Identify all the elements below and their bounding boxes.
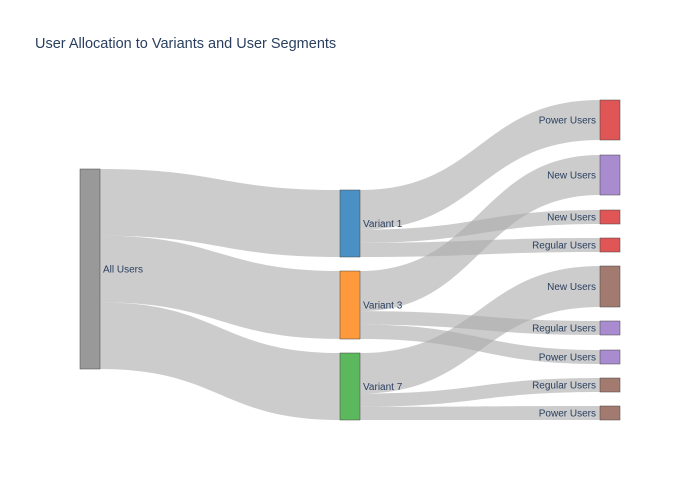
sankey-node-label-nu3: New Users	[547, 282, 596, 293]
sankey-node-v1[interactable]	[339, 189, 361, 258]
sankey-node-pu1[interactable]	[599, 99, 621, 141]
sankey-node-pu3[interactable]	[599, 405, 621, 421]
sankey-node-label-ru2: Regular Users	[532, 324, 596, 335]
sankey-node-label-ru3: Regular Users	[532, 381, 596, 392]
sankey-node-ru2[interactable]	[599, 320, 621, 336]
sankey-node-label-pu3: Power Users	[539, 409, 596, 420]
sankey-node-v7[interactable]	[339, 352, 361, 421]
sankey-node-label-pu2: Power Users	[539, 353, 596, 364]
sankey-node-label-nu1: New Users	[547, 171, 596, 182]
sankey-link-v7-nu3[interactable]	[360, 266, 600, 394]
sankey-node-label-ru1: Regular Users	[532, 241, 596, 252]
sankey-link-v7-pu3[interactable]	[360, 406, 600, 420]
sankey-link-all-v7[interactable]	[100, 302, 340, 420]
sankey-node-ru3[interactable]	[599, 377, 621, 393]
sankey-node-label-v3: Variant 3	[363, 301, 403, 312]
sankey-node-nu3[interactable]	[599, 265, 621, 308]
sankey-node-nu2[interactable]	[599, 209, 621, 225]
sankey-links	[100, 100, 600, 420]
sankey-node-all[interactable]	[79, 168, 101, 370]
sankey-node-nu1[interactable]	[599, 154, 621, 196]
sankey-link-v3-nu1[interactable]	[360, 155, 600, 312]
sankey-node-pu2[interactable]	[599, 349, 621, 365]
sankey-node-label-v1: Variant 1	[363, 219, 403, 230]
sankey-link-v1-pu1[interactable]	[360, 100, 600, 230]
sankey-link-all-v3[interactable]	[100, 235, 340, 339]
sankey-labels: All Users Variant 1 Variant 3 Variant 7 Powe…	[103, 116, 596, 420]
sankey-node-label-nu2: New Users	[547, 213, 596, 224]
sankey-link-all-v1[interactable]	[100, 169, 340, 257]
sankey-node-v3[interactable]	[339, 270, 361, 340]
sankey-node-label-all: All Users	[103, 265, 143, 276]
sankey-node-label-v7: Variant 7	[363, 382, 403, 393]
sankey-nodes	[79, 99, 621, 421]
sankey-link-v7-ru3[interactable]	[360, 378, 600, 407]
sankey-node-ru1[interactable]	[599, 237, 621, 253]
sankey-node-label-pu1: Power Users	[539, 116, 596, 127]
page-title: User Allocation to Variants and User Seg…	[35, 36, 337, 52]
